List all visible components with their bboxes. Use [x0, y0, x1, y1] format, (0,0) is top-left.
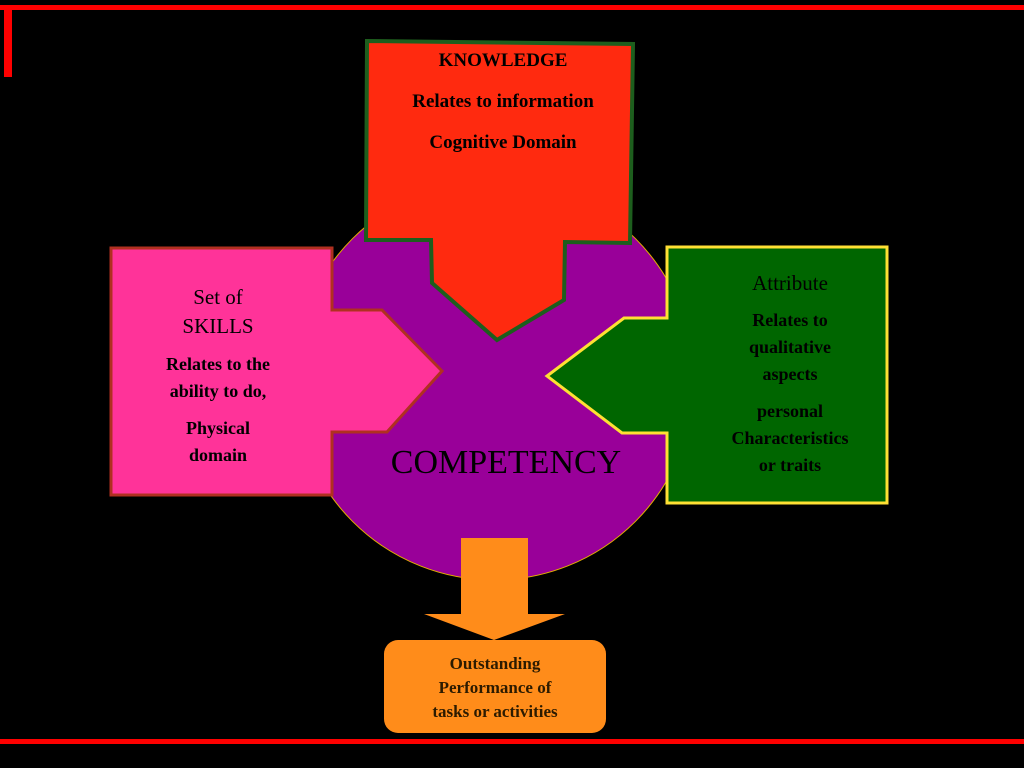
knowledge-line-1: Relates to information — [412, 91, 594, 112]
knowledge-title: KNOWLEDGE — [438, 50, 568, 71]
outcome-line-2: Performance of — [438, 678, 552, 697]
attribute-callout — [544, 245, 889, 505]
attribute-desc-line-3: aspects — [762, 364, 818, 384]
attribute-title: Attribute — [752, 271, 828, 295]
attribute-text: Attribute Relates to qualitative aspects… — [706, 269, 874, 479]
top-red-line — [0, 5, 1024, 10]
skills-desc-line-2: ability to do, — [169, 381, 267, 401]
attribute-traits-line-3: or traits — [758, 455, 822, 475]
skills-title-line-2: SKILLS — [182, 314, 254, 338]
attribute-desc-line-1: Relates to — [752, 310, 828, 330]
outcome-text: Outstanding Performance of tasks or acti… — [392, 652, 598, 724]
skills-domain-line-1: Physical — [185, 418, 250, 438]
knowledge-line-2: Cognitive Domain — [429, 132, 577, 153]
down-arrow — [424, 538, 565, 640]
outcome-line-1: Outstanding — [449, 654, 541, 673]
attribute-traits-line-2: Characteristics — [731, 428, 849, 448]
competency-label: COMPETENCY — [390, 444, 622, 481]
skills-desc-line-1: Relates to the — [166, 354, 270, 374]
knowledge-callout — [363, 38, 636, 343]
knowledge-text: KNOWLEDGE Relates to information Cogniti… — [372, 50, 634, 153]
outcome-box — [384, 640, 606, 733]
skills-callout — [109, 246, 445, 497]
skills-title-line-1: Set of — [193, 285, 243, 309]
left-red-bar — [4, 5, 12, 77]
attribute-desc-line-2: qualitative — [748, 337, 831, 357]
outcome-line-3: tasks or activities — [432, 702, 558, 721]
bottom-red-line — [0, 739, 1024, 744]
skills-domain-line-2: domain — [188, 445, 248, 465]
attribute-traits-line-1: personal — [756, 401, 823, 421]
skills-text: Set of SKILLS Relates to the ability to … — [138, 283, 298, 469]
